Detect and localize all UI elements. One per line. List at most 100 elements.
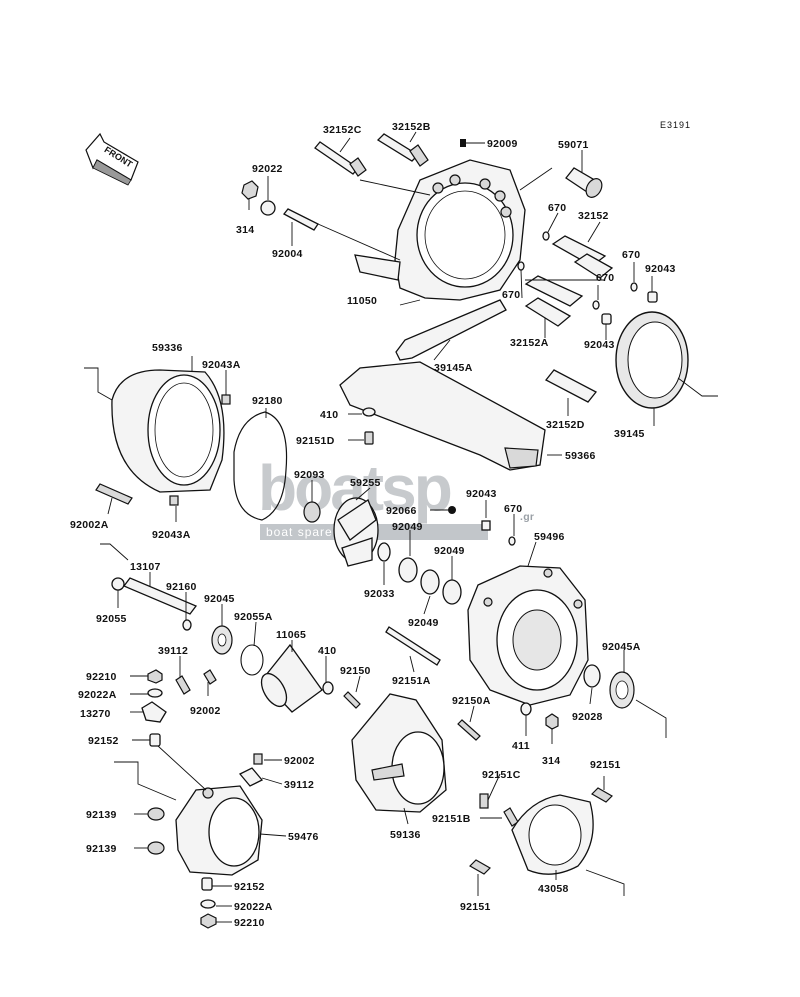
sleeve-92152-part-b xyxy=(201,877,213,891)
shaft-32152b-part xyxy=(376,133,429,167)
label-92151C: 92151C xyxy=(482,769,521,781)
label-59136: 59136 xyxy=(390,829,421,841)
label-39112-a: 39112 xyxy=(158,645,188,657)
label-92139-b: 92139 xyxy=(86,843,117,855)
pin-92043-part-b xyxy=(601,313,612,325)
oring-670-part-d xyxy=(592,300,600,310)
bolt-92151-part-a xyxy=(591,787,613,803)
label-92043A-b: 92043A xyxy=(152,529,191,541)
oring-92055-part xyxy=(111,577,125,591)
bearing-92045a-part xyxy=(609,671,635,709)
part-labels: 32152C 32152B 92009 59071 92022 314 9200… xyxy=(70,121,675,929)
bracket-59366-part xyxy=(339,361,546,471)
collar-92028-part xyxy=(583,664,601,688)
nut-314-part xyxy=(241,180,259,200)
spacer-92049-part-b xyxy=(420,569,440,595)
pin-92043-part-a xyxy=(647,291,658,303)
oring-670-part-a xyxy=(542,231,550,241)
label-92002-b: 92002 xyxy=(284,755,315,767)
label-92049-a: 92049 xyxy=(392,521,423,533)
label-32152D: 32152D xyxy=(546,419,585,431)
label-13270: 13270 xyxy=(80,708,111,720)
label-92043-b: 92043 xyxy=(584,339,615,351)
label-92022: 92022 xyxy=(252,163,283,175)
label-92004: 92004 xyxy=(272,248,303,260)
label-92009: 92009 xyxy=(487,138,518,150)
ball-joint-39112-part-b xyxy=(238,767,264,787)
label-13107: 13107 xyxy=(130,561,161,573)
bolt-92150a-part xyxy=(457,719,481,741)
bolt-92002-part-b xyxy=(253,753,263,765)
pump-housing-11050-part xyxy=(354,159,526,301)
label-92151-b: 92151 xyxy=(460,901,491,913)
bolt-92151-part-b xyxy=(469,859,491,875)
nut-314-part-b xyxy=(545,713,559,730)
leader-lines xyxy=(84,131,718,923)
label-32152B: 32152B xyxy=(392,121,431,133)
label-92049-b: 92049 xyxy=(434,545,465,557)
label-92180: 92180 xyxy=(252,395,283,407)
label-59071: 59071 xyxy=(558,139,589,151)
shaft-32152c-part xyxy=(314,141,367,177)
label-410-a: 410 xyxy=(320,409,338,421)
washer-410-part-b xyxy=(322,681,334,695)
label-92049-c: 92049 xyxy=(408,617,439,629)
impeller-59255-part xyxy=(333,497,379,567)
label-43058: 43058 xyxy=(538,883,569,895)
label-92150: 92150 xyxy=(340,665,371,677)
label-92033: 92033 xyxy=(364,588,395,600)
label-59366: 59366 xyxy=(565,450,596,462)
label-314-lower: 314 xyxy=(542,755,560,767)
label-59336: 59336 xyxy=(152,342,183,354)
label-92151A: 92151A xyxy=(392,675,431,687)
reverse-bucket-43058-part xyxy=(511,794,594,875)
label-92210-b: 92210 xyxy=(234,917,265,929)
bolt-92151d-part xyxy=(364,431,374,445)
front-arrow-icon: FRONT xyxy=(85,132,139,186)
spacer-92049-part-a xyxy=(398,557,418,583)
nut-92210-part-b xyxy=(200,913,217,929)
label-670-c: 670 xyxy=(596,272,614,284)
label-11050: 11050 xyxy=(347,295,377,307)
bolt-92009-part xyxy=(460,139,466,147)
bolt-92151c-part xyxy=(479,793,489,809)
bolt-92002a-part xyxy=(95,483,133,505)
stud-92004-part xyxy=(283,208,319,231)
oring-92160-part xyxy=(182,619,192,631)
label-314-upper: 314 xyxy=(236,224,254,236)
label-92150A: 92150A xyxy=(452,695,491,707)
label-59496: 59496 xyxy=(534,531,565,543)
pin-92043a-part-b xyxy=(169,495,179,506)
label-670-e: 670 xyxy=(504,503,522,515)
label-39145: 39145 xyxy=(614,428,645,440)
label-92002A: 92002A xyxy=(70,519,109,531)
label-11065: 11065 xyxy=(276,629,306,641)
label-92002-a: 92002 xyxy=(190,705,221,717)
label-92151D: 92151D xyxy=(296,435,335,447)
shaft-13107-part xyxy=(122,577,198,615)
label-92152-a: 92152 xyxy=(88,735,119,747)
stud-92151a-part xyxy=(385,626,441,666)
bushing-92139-part-a xyxy=(147,807,165,821)
seal-92093-part xyxy=(303,501,321,523)
label-670-d: 670 xyxy=(502,289,520,301)
label-670-b: 670 xyxy=(622,249,640,261)
sleeve-92152-part-a xyxy=(149,733,161,747)
intake-duct-59336-part xyxy=(111,369,225,493)
label-92055A: 92055A xyxy=(234,611,273,623)
oring-670-part-e xyxy=(508,536,516,546)
label-32152A: 32152A xyxy=(510,337,549,349)
steering-nozzle-59476-part xyxy=(175,785,263,876)
label-92160: 92160 xyxy=(166,581,197,593)
label-92043A-a: 92043A xyxy=(202,359,241,371)
label-92043-c: 92043 xyxy=(466,488,497,500)
spacer-92049-part-c xyxy=(442,579,462,605)
label-411: 411 xyxy=(512,740,530,752)
bracket-32152a-part xyxy=(524,275,584,327)
cone-11065-part xyxy=(260,643,323,713)
label-92139-a: 92139 xyxy=(86,809,117,821)
bushing-92139-part-b xyxy=(147,841,165,855)
washer-92022-part xyxy=(260,200,276,216)
